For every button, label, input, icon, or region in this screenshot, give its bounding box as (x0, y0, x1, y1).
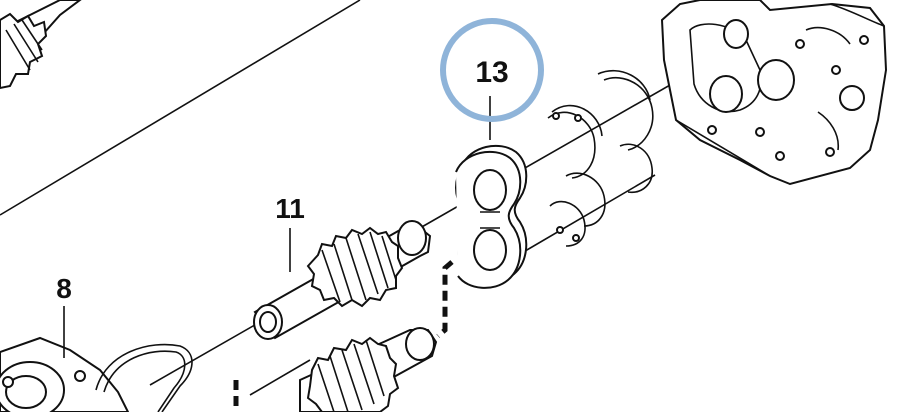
flange-part-8 (0, 336, 193, 412)
seal-clips (547, 69, 654, 247)
pump-housing (660, 0, 888, 186)
callout-13-highlight-ring (440, 18, 544, 122)
gear-shaft-11 (253, 220, 432, 340)
gear-shaft-lower (299, 327, 438, 412)
callout-13-label: 13 (475, 56, 508, 89)
thrust-plate-13 (455, 144, 528, 289)
callout-13: 13 (440, 18, 544, 122)
callout-8-label: 8 (56, 273, 72, 304)
callout-8: 8 (56, 273, 72, 304)
callout-11: 11 (275, 193, 305, 224)
upper-gear-shaft (0, 0, 82, 90)
callout-11-label: 11 (275, 193, 305, 224)
